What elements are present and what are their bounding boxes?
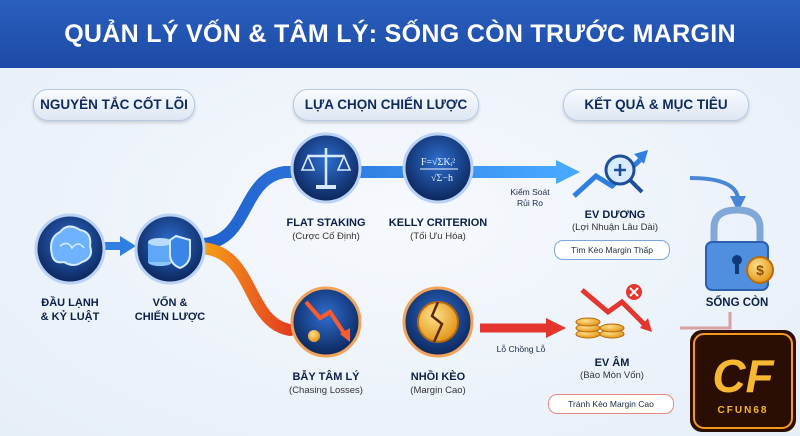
lock-coin-icon: $ [705,206,774,291]
risk-control-1: Kiểm Soát [510,187,550,197]
trap-label: BẪY TÂM LÝ [292,371,360,383]
falling-coins-icon [575,284,652,339]
flat-label: FLAT STAKING [286,217,366,229]
mind-label-1: ĐẦU LẠNH [41,297,99,309]
brain-icon [34,213,106,285]
falling-arrow-icon [290,286,362,358]
svg-text:$: $ [756,262,764,278]
heavy-sub: (Margin Cao) [410,385,466,396]
core-arrow-head [120,236,136,256]
capital-label-1: VỐN & [152,297,188,309]
brand-logo: CF [690,330,796,432]
red-arrow-head [546,318,566,338]
blue-path [194,166,566,250]
broken-coin-icon [402,286,474,358]
column-core: NGUYÊN TẮC CỐT LÕI [33,89,195,121]
blue-arrow-head [556,160,580,184]
scale-icon [290,132,362,204]
formula-icon: F=√ΣKᵢ² √Σ−h [402,132,474,204]
survive-label: SỐNG CÒN [705,297,769,309]
ev-plus-label: EV DƯƠNG [584,209,646,221]
svg-text:CF: CF [712,350,775,402]
ev-minus-tag: Tránh Kèo Margin Cao [548,394,674,414]
header-bar: QUẢN LÝ VỐN & TÂM LÝ: SỐNG CÒN TRƯỚC MAR… [0,0,800,68]
ev-minus-to-survive-line [680,312,732,330]
svg-text:F=√ΣKᵢ²: F=√ΣKᵢ² [421,157,455,168]
ev-plus-arrow-head [730,196,746,212]
logo-text: CFUN68 [717,405,769,416]
ev-plus-to-survive-arrow [689,176,740,199]
ev-minus-label: EV ÂM [594,357,630,369]
magnifier-chart-icon [572,150,648,198]
page-title: QUẢN LÝ VỐN & TÂM LÝ: SỐNG CÒN TRƯỚC MAR… [64,20,736,48]
mind-label-2: & KỶ LUẬT [40,311,100,323]
heavy-label: NHỒI KÈO [410,371,466,383]
ev-plus-tag: Tìm Kèo Margin Thấp [554,240,670,260]
kelly-label: KELLY CRITERION [388,217,488,229]
trap-sub: (Chasing Losses) [289,385,363,396]
capital-label-2: CHIẾN LƯỢC [134,311,206,323]
kelly-sub: (Tối Ưu Hóa) [410,231,466,242]
svg-text:√Σ−h: √Σ−h [431,173,453,184]
orange-path [194,242,296,336]
risk-control-2: Rủi Ro [517,198,543,208]
column-strategy: LỰA CHỌN CHIẾN LƯỢC [293,89,479,121]
ev-plus-sub: (Lợi Nhuận Lâu Dài) [572,222,658,233]
column-result: KẾT QUẢ & MỤC TIÊU [563,89,749,121]
flat-sub: (Cược Cố Định) [292,231,360,242]
ev-minus-sub: (Bào Mòn Vốn) [580,370,644,381]
stop-loss-label: Lỗ Chồng Lỗ [496,344,546,354]
coins-shield-icon [134,213,206,285]
